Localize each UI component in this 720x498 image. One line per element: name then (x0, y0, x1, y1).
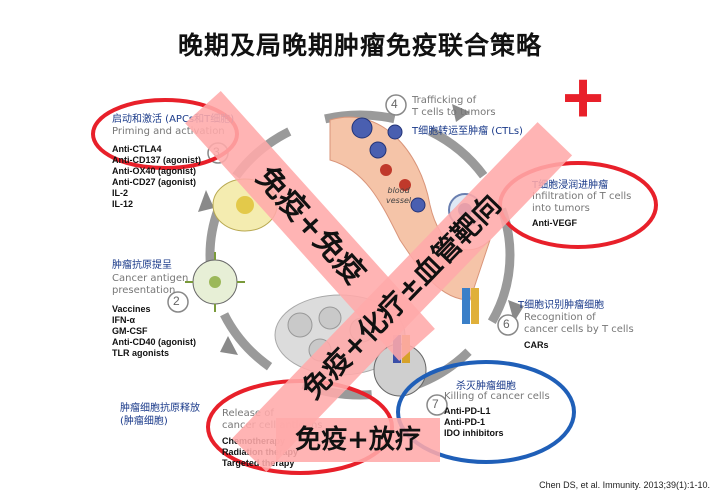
step-6-number: 6 (503, 317, 510, 331)
vessel-cell (399, 179, 411, 191)
tumor-cell (287, 312, 313, 338)
drug-item: Anti-CD27 (agonist) (112, 177, 196, 187)
step-2-number: 2 (173, 294, 180, 308)
step-4-cn-label: T细胞转运至肿瘤 (CTLs) (412, 126, 523, 137)
drug-item: Anti-VEGF (532, 218, 577, 228)
drug-item: Anti-CTLA4 (112, 144, 162, 154)
recognition-receptor (462, 288, 470, 324)
step-7-badge (426, 394, 448, 416)
step-2-cn-label: 肿瘤抗原提呈 (112, 260, 172, 271)
drug-item: Anti-OX40 (agonist) (112, 166, 197, 176)
step-4-number: 4 (391, 97, 398, 111)
step-7-cn-label: 杀灭肿瘤细胞 (456, 381, 516, 392)
vessel-cell (387, 124, 403, 140)
step-4-en-label: Trafficking of T cells to tumors (412, 95, 496, 118)
blood-vessel-label: blood vessel (386, 186, 412, 205)
tumor-cell (318, 306, 342, 330)
vessel-cell (410, 197, 426, 213)
drug-item: IDO inhibitors (444, 428, 504, 438)
step-6-cn-label: T细胞识别肿瘤细胞 (518, 300, 605, 311)
cycle-ring (205, 110, 515, 400)
step-1-cn-label: 肿瘤细胞抗原释放 (肿瘤细胞) (120, 403, 200, 427)
vessel-cell (369, 141, 387, 159)
citation: Chen DS, et al. Immunity. 2013;39(1):1-1… (539, 480, 710, 490)
step-6-badge (497, 314, 519, 336)
step-5-cn-label: T细胞浸润进肿瘤 (532, 180, 609, 191)
recognition-receptor (471, 288, 479, 324)
drug-item: Anti-PD-1 (444, 417, 485, 427)
dendritic-cell-nucleus (236, 196, 254, 214)
drug-item: Anti-PD-L1 (444, 406, 491, 416)
drug-item: Anti-CD40 (agonist) (112, 337, 196, 347)
drug-item: IL-2 (112, 188, 129, 198)
step-3-cn-label: 启动和激活 (APCs和T细胞) (112, 114, 235, 125)
step-5-en-label: Infiltration of T cells into tumors (532, 191, 632, 214)
apc-cell-nucleus (209, 276, 221, 288)
step-7-number: 7 (432, 397, 439, 411)
step-3-drug-list: Anti-CTLA4 Anti-CD137 (agonist) Anti-OX4… (112, 144, 201, 210)
step-6-en-label: Recognition of cancer cells by T cells (524, 312, 634, 335)
drug-item: IL-12 (112, 199, 134, 209)
drug-item: IFN-α (112, 315, 136, 325)
banner-immuno-radio: 免疫+放疗 (276, 418, 440, 462)
step-6-drug-list: CARs (524, 340, 549, 351)
drug-item: GM-CSF (112, 326, 148, 336)
step-2-en-label: Cancer antigen presentation (112, 273, 189, 296)
drug-item: TLR agonists (112, 348, 170, 358)
step-3-en-label: Priming and activation (112, 126, 225, 137)
slide-title: 晚期及局晚期肿瘤免疫联合策略 (177, 31, 542, 60)
drug-item: Anti-CD137 (agonist) (112, 155, 202, 165)
cycle-arrow-head (508, 300, 524, 322)
step-4-badge (385, 94, 407, 116)
step-2-badge (167, 291, 189, 313)
drug-item: Vaccines (112, 304, 151, 314)
step-5-drug-list: Anti-VEGF (532, 218, 577, 229)
step-2-drug-list: Vaccines IFN-α GM-CSF Anti-CD40 (agonist… (112, 304, 196, 359)
blue-highlight-killing (396, 360, 576, 464)
cycle-arrow-head (198, 190, 214, 212)
step-7-drug-list: Anti-PD-L1 Anti-PD-1 IDO inhibitors (444, 406, 504, 439)
step-7-en-label: Killing of cancer cells (444, 391, 550, 402)
vessel-cell (351, 117, 373, 139)
cycle-arrow-head (220, 336, 238, 355)
vessel-cell (380, 164, 392, 176)
drug-item: CARs (524, 340, 549, 350)
cycle-arrow-head (452, 104, 470, 122)
plus-icon: + (562, 58, 605, 138)
